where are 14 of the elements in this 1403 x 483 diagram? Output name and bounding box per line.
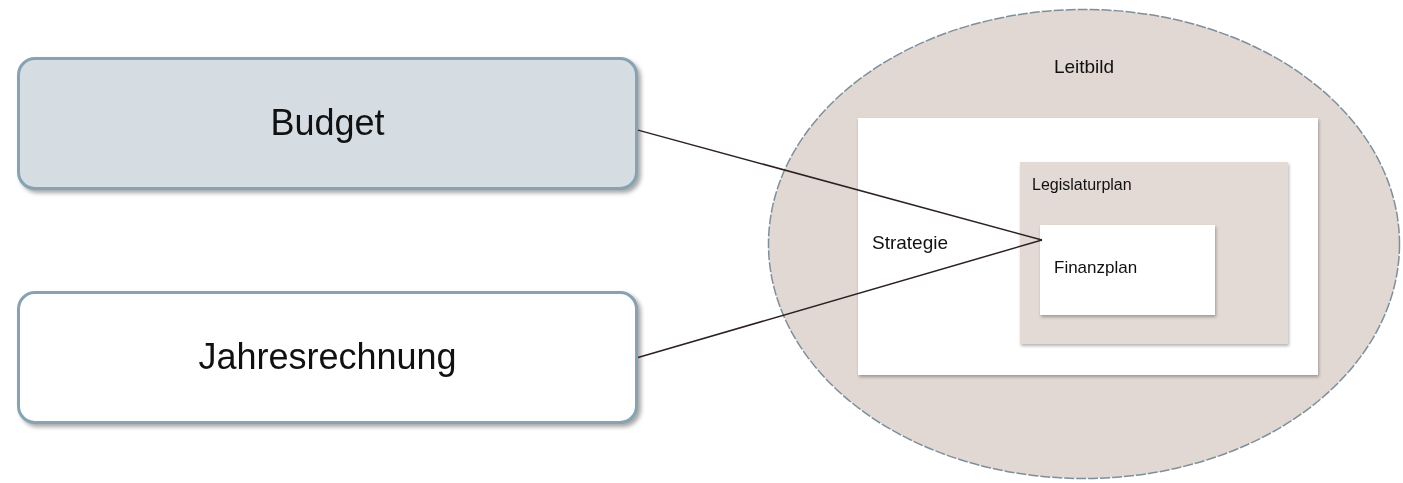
- box-label: Leitbild: [1052, 56, 1116, 78]
- box-label: Budget: [269, 101, 386, 144]
- box-label: Jahresrechnung: [197, 335, 458, 378]
- connector-line: [637, 129, 1043, 241]
- ellipse: [767, 8, 1401, 480]
- rounded-box: [17, 57, 638, 190]
- nested-box: [858, 118, 1318, 375]
- nested-box: [1040, 225, 1215, 315]
- box-label: Legislaturplan: [1032, 176, 1132, 194]
- box-label: Strategie: [872, 232, 949, 254]
- rounded-box: [17, 291, 638, 424]
- box-label: Finanzplan: [1054, 258, 1138, 278]
- connector-line: [637, 239, 1043, 359]
- nested-box: [1020, 162, 1288, 344]
